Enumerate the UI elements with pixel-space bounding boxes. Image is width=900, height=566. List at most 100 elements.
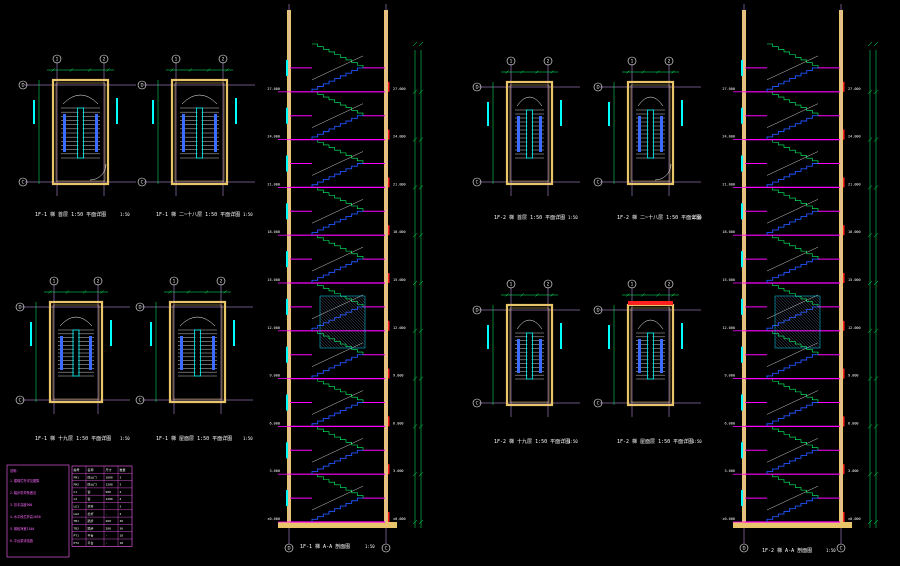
hatch-line <box>342 295 366 319</box>
note-line: 6.平台梁详结施 <box>10 538 34 543</box>
base-slab <box>278 522 397 528</box>
table-cell: TB1 <box>74 519 80 523</box>
dimension-tick <box>656 293 660 297</box>
handrail <box>311 151 364 176</box>
grid-bubble-label: 1 <box>631 58 634 63</box>
dimension-tick <box>867 41 873 47</box>
hatch-line <box>319 311 357 349</box>
grid-bubble-circle <box>472 82 482 92</box>
window-mark <box>560 323 562 349</box>
grid-bubble: C <box>15 395 25 405</box>
grid-bubble-label: D <box>596 307 599 312</box>
plan-scale: 1:50 <box>120 212 130 217</box>
dimension-tick <box>873 233 879 238</box>
dimension-tick <box>418 424 424 429</box>
grid-bubble-circle <box>593 305 603 315</box>
window-mark <box>560 100 562 126</box>
table-cell: 防火门 <box>88 482 97 487</box>
stair-direction-bar <box>660 116 663 152</box>
level-label: 3.000 <box>269 469 280 473</box>
dimension-tick <box>867 233 873 238</box>
stair-flight <box>311 402 363 427</box>
dimension-tick <box>867 376 873 381</box>
table-cell: 2 <box>120 483 122 487</box>
stair-wall <box>626 80 675 186</box>
hatch-line <box>319 335 333 349</box>
stair-wall-inner <box>509 307 550 403</box>
hatch-line <box>800 295 821 316</box>
stair-handrail <box>77 107 84 159</box>
grid-bubble: D <box>135 302 145 312</box>
dimension-tick <box>641 293 645 297</box>
window-mark <box>152 100 154 124</box>
opening-mark <box>388 225 390 236</box>
stair-flight <box>312 282 364 307</box>
section-scale: 1:50 <box>826 548 836 553</box>
stair-flight <box>767 330 819 355</box>
grid-bubble-circle <box>543 279 553 289</box>
section-window <box>741 203 743 220</box>
hatch-line <box>774 317 806 349</box>
stair-handrail <box>647 109 654 159</box>
stair-flight <box>766 497 818 522</box>
hatch-line <box>357 295 366 304</box>
hatch-line <box>319 308 360 349</box>
grid-bubble-label: 2 <box>547 281 550 286</box>
grid-bubble: 2 <box>543 279 553 289</box>
door-swing <box>654 163 672 181</box>
hatch-border <box>774 295 821 349</box>
level-label: 21.000 <box>393 182 406 186</box>
grid-bubble-label: D <box>138 304 141 309</box>
stair-direction-bar <box>638 116 641 152</box>
grid-bubble: 1 <box>506 279 516 289</box>
section-window <box>286 394 288 411</box>
grid-bubble-circle <box>135 302 145 312</box>
level-label: 21.000 <box>267 182 280 186</box>
landing-arc <box>516 96 543 107</box>
grid-bubble-circle <box>836 543 846 553</box>
stair-direction-bar <box>638 339 641 373</box>
dimension-tick <box>170 68 174 72</box>
dimension-tick <box>867 472 873 477</box>
hatch-line <box>774 323 800 349</box>
dimension-tick <box>418 233 424 238</box>
grid-bubble: D <box>593 82 603 92</box>
dimension-tick <box>418 472 424 477</box>
grid-bubble: D <box>284 543 294 553</box>
window-mark <box>608 325 610 349</box>
dimension-tick <box>223 290 227 294</box>
hatch-line <box>321 295 366 340</box>
hatch-line <box>319 314 354 349</box>
hatch-line <box>774 344 779 349</box>
grid-bubble: C <box>137 177 147 187</box>
grid-bubble: D <box>739 543 749 553</box>
handrail <box>311 103 364 128</box>
hatch-line <box>791 295 821 325</box>
handrail <box>311 199 364 224</box>
table-cell: 踏步 <box>88 525 94 530</box>
stair-wall <box>505 303 554 407</box>
grid-bubble-label: 2 <box>222 56 225 61</box>
note-line: 2.踏步防滑条做法 <box>10 490 36 495</box>
note-line: 1.楼梯栏杆详见图集 <box>10 478 40 483</box>
hatch-line <box>797 295 821 319</box>
handrail <box>766 151 819 176</box>
table-cell: LG2 <box>74 512 80 516</box>
grid-bubble-circle <box>739 543 749 553</box>
stair-wall-inner <box>172 304 223 400</box>
opening-mark <box>843 320 845 331</box>
hatch-line <box>319 296 366 343</box>
dimension-tick <box>867 519 873 525</box>
stair-direction-bar <box>517 116 520 152</box>
hatch-line <box>319 317 351 349</box>
hatch-line <box>774 320 803 349</box>
table-cell: 1000 <box>106 475 113 479</box>
grid-bubble-circle <box>135 395 145 405</box>
handrail <box>311 438 364 463</box>
stair-flight <box>766 449 818 475</box>
stair-flight <box>311 258 363 283</box>
level-label: 15.000 <box>267 278 280 282</box>
